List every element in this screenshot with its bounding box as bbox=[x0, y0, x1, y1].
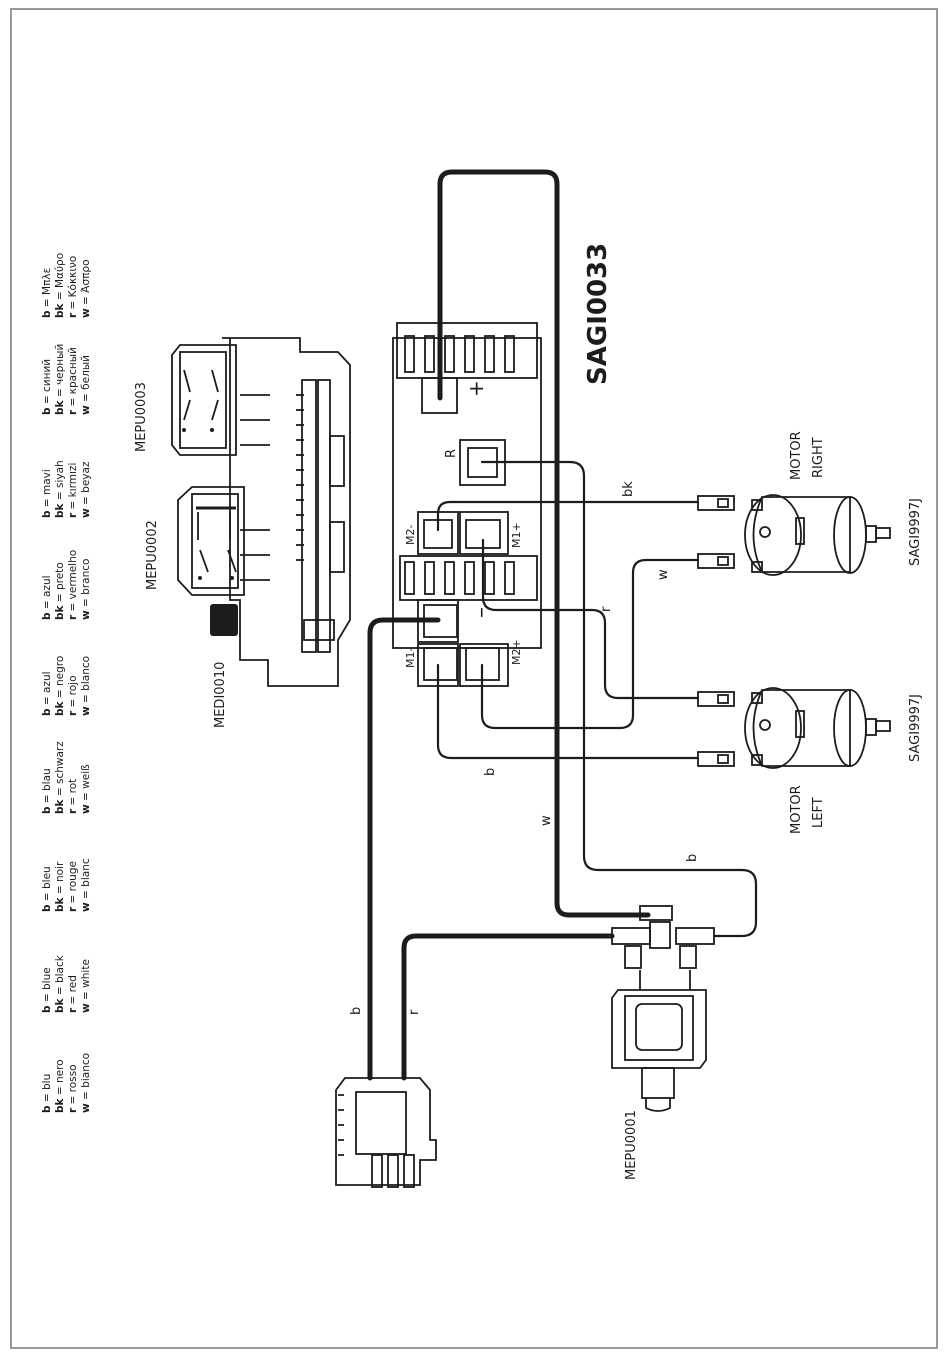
legend-entry: bk = nero bbox=[54, 1059, 66, 1113]
motor-right-title-2: RIGHT bbox=[811, 437, 826, 478]
legend-entry: w = white bbox=[80, 959, 92, 1013]
legend-entry: bk = negro bbox=[54, 656, 66, 716]
legend-entry: r = rojo bbox=[67, 675, 79, 716]
plus-terminal-label: + bbox=[464, 380, 488, 397]
switch-mepu0003 bbox=[171, 344, 237, 456]
legend-entry: r = rouge bbox=[67, 861, 79, 912]
legend-entry: w = branco bbox=[80, 559, 92, 620]
legend-entry: b = синий bbox=[41, 359, 53, 415]
legend-entry: r = kırmızi bbox=[67, 463, 79, 518]
legend-entry: w = blanc bbox=[80, 858, 92, 912]
legend-entry: r = красный bbox=[67, 347, 79, 415]
motor-right-code: SAGI9997J bbox=[908, 498, 923, 566]
pedal-switch bbox=[611, 905, 715, 1112]
switch-medi0010 bbox=[210, 604, 238, 636]
wire-label-w-motor: w bbox=[656, 569, 671, 580]
diagram-title: SAGI0033 bbox=[583, 243, 613, 385]
legend-entry: bk = Μαύρο bbox=[54, 253, 66, 318]
legend-entry: b = Μπλε bbox=[41, 268, 53, 318]
legend-entry: bk = siyah bbox=[54, 460, 66, 518]
mepu0002-label: MEPU0002 bbox=[145, 520, 160, 590]
legend-entry: w = bianco bbox=[80, 1053, 92, 1113]
legend-entry: b = mavi bbox=[41, 469, 53, 518]
legend-entry: r = vermelho bbox=[67, 550, 79, 620]
motor-right bbox=[697, 494, 891, 576]
switch-assembly bbox=[222, 337, 351, 687]
wire-label-bk: bk bbox=[621, 481, 636, 497]
legend-entry: w = beyaz bbox=[80, 461, 92, 518]
legend-entry: w = белый bbox=[80, 355, 92, 415]
wire-label-r-battery: r bbox=[407, 1009, 422, 1015]
legend-entry: b = bleu bbox=[41, 866, 53, 912]
motor-left-code: SAGI9997J bbox=[908, 694, 923, 762]
medi0010-label: MEDI0010 bbox=[213, 662, 228, 728]
legend-entry: b = azul bbox=[41, 671, 53, 716]
legend-entry: w = Άσπρο bbox=[80, 259, 92, 318]
legend-entry: b = azul bbox=[41, 575, 53, 620]
m2-plus-label: M2+ bbox=[510, 639, 523, 665]
wire-label-b-mid: b bbox=[483, 768, 498, 776]
legend-entry: w = weiß bbox=[80, 764, 92, 814]
controller-board bbox=[392, 322, 542, 687]
wires bbox=[367, 169, 758, 1081]
legend-entry: b = blau bbox=[41, 768, 53, 814]
legend-entry: b = blu bbox=[41, 1074, 53, 1113]
legend-entry: bk = черный bbox=[54, 344, 66, 415]
legend-entry: r = Κόκκινο bbox=[67, 256, 79, 318]
wire-label-r-mid: r bbox=[599, 606, 614, 612]
legend-entry: w = blanco bbox=[80, 656, 92, 716]
motor-left-title-1: MOTOR bbox=[789, 785, 804, 834]
battery-connector bbox=[335, 1077, 437, 1188]
switch-mepu0002 bbox=[177, 486, 245, 596]
motor-left bbox=[697, 687, 891, 769]
pedal-label: MEPU0001 bbox=[624, 1110, 639, 1180]
motor-right-title-1: MOTOR bbox=[789, 431, 804, 480]
legend-entry: bk = schwarz bbox=[54, 741, 66, 814]
m1-minus-label: M1- bbox=[404, 648, 417, 668]
m2-minus-label: M2- bbox=[404, 525, 417, 545]
legend-entry: r = red bbox=[67, 975, 79, 1013]
mepu0003-label: MEPU0003 bbox=[134, 382, 149, 452]
legend-entry: r = rosso bbox=[67, 1064, 79, 1113]
legend-entry: bk = preto bbox=[54, 562, 66, 620]
wire-label-b-right: b bbox=[685, 854, 700, 862]
relay-label: R bbox=[444, 449, 459, 458]
motor-left-title-2: LEFT bbox=[811, 797, 826, 828]
m1-plus-label: M1+ bbox=[510, 522, 523, 548]
wire-label-b-battery: b bbox=[349, 1007, 364, 1015]
legend-entry: bk = black bbox=[54, 954, 66, 1013]
legend-entry: r = rot bbox=[67, 779, 79, 814]
legend-entry: bk = noir bbox=[54, 861, 66, 912]
page-border bbox=[10, 8, 938, 1349]
legend-entry: b = blue bbox=[41, 967, 53, 1013]
minus-terminal-label: – bbox=[469, 607, 494, 618]
wire-label-w-long: w bbox=[539, 815, 554, 826]
